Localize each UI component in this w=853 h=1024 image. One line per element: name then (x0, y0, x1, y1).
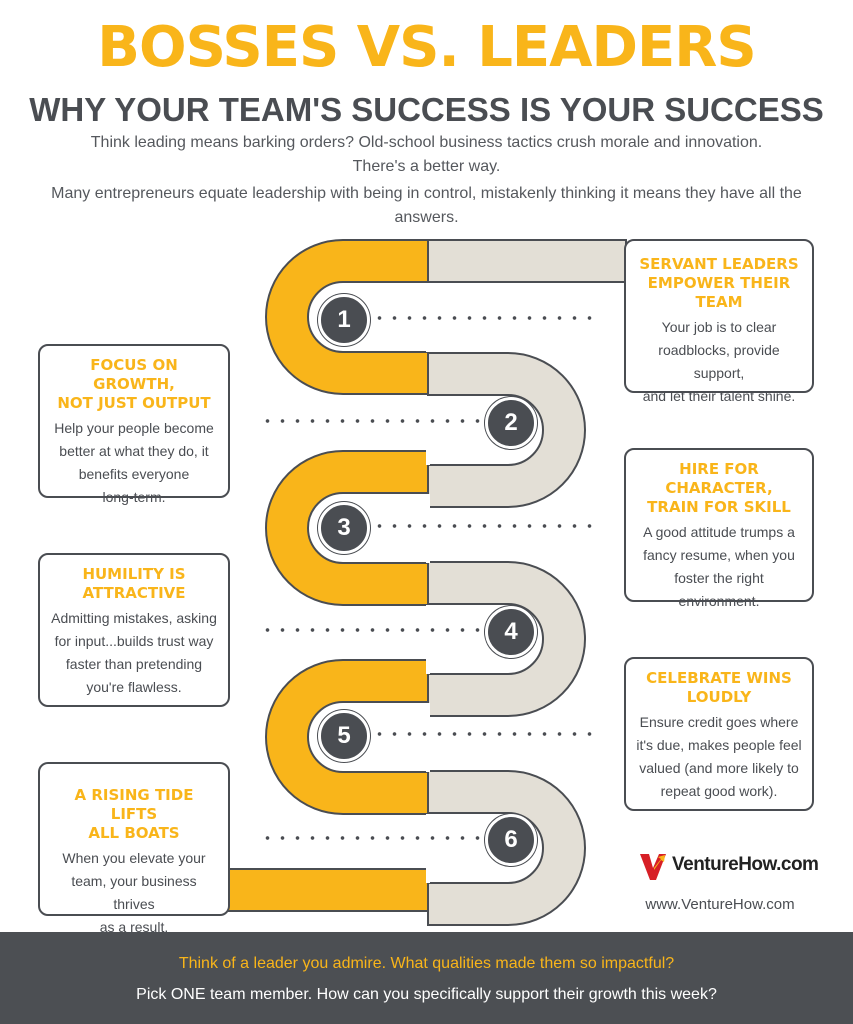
card-3-title-line-1: HIRE FOR CHARACTER, (665, 460, 773, 497)
card-2-title-line-1: FOCUS ON GROWTH, (90, 356, 178, 393)
intro-line-4: answers. (394, 209, 459, 226)
road-end-segment (227, 868, 429, 912)
card-1-title-line-2: EMPOWER THEIR (647, 274, 791, 292)
card-5-body: Ensure credit goes where it's due, makes… (636, 714, 802, 799)
step-number-2: 2 (485, 397, 537, 449)
brand-name: VentureHow.com (672, 854, 819, 875)
card-6-title: A RISING TIDE LIFTS ALL BOATS (50, 786, 218, 843)
card-2-title-line-2: NOT JUST OUTPUT (57, 394, 211, 412)
dotted-line-3 (372, 524, 594, 528)
dotted-line-2 (260, 419, 482, 423)
card-6-title-line-2: ALL BOATS (88, 824, 180, 842)
card-4-title-line-2: ATTRACTIVE (82, 584, 186, 602)
card-3-title: HIRE FOR CHARACTER, TRAIN FOR SKILL (636, 460, 802, 517)
card-5-title-line-2: LOUDLY (686, 688, 752, 706)
brand-url[interactable]: www.VentureHow.com (645, 896, 795, 913)
step-card-5: CELEBRATE WINS LOUDLY Ensure credit goes… (624, 657, 814, 811)
step-number-5: 5 (318, 710, 370, 762)
intro-line-1: Think leading means barking orders? Old-… (90, 134, 763, 151)
page-title: BOSSES VS. LEADERS (97, 15, 756, 80)
card-6-title-line-1: A RISING TIDE LIFTS (74, 786, 194, 823)
dotted-line-6 (260, 836, 482, 840)
card-1-body: Your job is to clear roadblocks, provide… (642, 319, 796, 404)
dotted-line-1 (372, 316, 594, 320)
card-4-title: HUMILITY IS ATTRACTIVE (50, 565, 218, 603)
card-5-title-line-1: CELEBRATE WINS (646, 669, 792, 687)
step-number-6: 6 (485, 814, 537, 866)
dotted-line-4 (260, 628, 482, 632)
step-card-1: SERVANT LEADERS EMPOWER THEIR TEAM Your … (624, 239, 814, 404)
intro-line-2: There's a better way. (352, 158, 501, 175)
step-number-3: 3 (318, 502, 370, 554)
card-3-body: A good attitude trumps a fancy resume, w… (643, 524, 795, 609)
step-number-1: 1 (318, 294, 370, 346)
footer-question-2: Pick ONE team member. How can you specif… (136, 986, 717, 1003)
venturehow-logo-icon (637, 850, 669, 882)
intro-line-3: Many entrepreneurs equate leadership wit… (51, 185, 802, 202)
page-subtitle: WHY YOUR TEAM'S SUCCESS IS YOUR SUCCESS (29, 91, 824, 128)
card-4-title-line-1: HUMILITY IS (82, 565, 186, 583)
step-card-4: HUMILITY IS ATTRACTIVE Admitting mistake… (38, 553, 230, 707)
card-1-title: SERVANT LEADERS EMPOWER THEIR TEAM (636, 255, 802, 312)
step-card-6: A RISING TIDE LIFTS ALL BOATS When you e… (38, 762, 230, 935)
step-number-4: 4 (485, 606, 537, 658)
road-start-segment (427, 239, 627, 283)
step-card-2: FOCUS ON GROWTH, NOT JUST OUTPUT Help yo… (38, 344, 230, 505)
step-card-3: HIRE FOR CHARACTER, TRAIN FOR SKILL A go… (624, 448, 814, 609)
card-6-body: When you elevate your team, your busines… (62, 850, 206, 935)
card-1-title-line-3: TEAM (695, 293, 743, 311)
card-3-title-line-2: TRAIN FOR SKILL (647, 498, 791, 516)
card-2-body: Help your people become better at what t… (54, 420, 214, 505)
dotted-line-5 (372, 732, 594, 736)
card-5-title: CELEBRATE WINS LOUDLY (636, 669, 802, 707)
footer-question-1: Think of a leader you admire. What quali… (178, 955, 675, 972)
footer-banner (0, 932, 853, 1024)
card-1-title-line-1: SERVANT LEADERS (639, 255, 799, 273)
card-2-title: FOCUS ON GROWTH, NOT JUST OUTPUT (50, 356, 218, 413)
card-4-body: Admitting mistakes, asking for input...b… (51, 610, 217, 695)
